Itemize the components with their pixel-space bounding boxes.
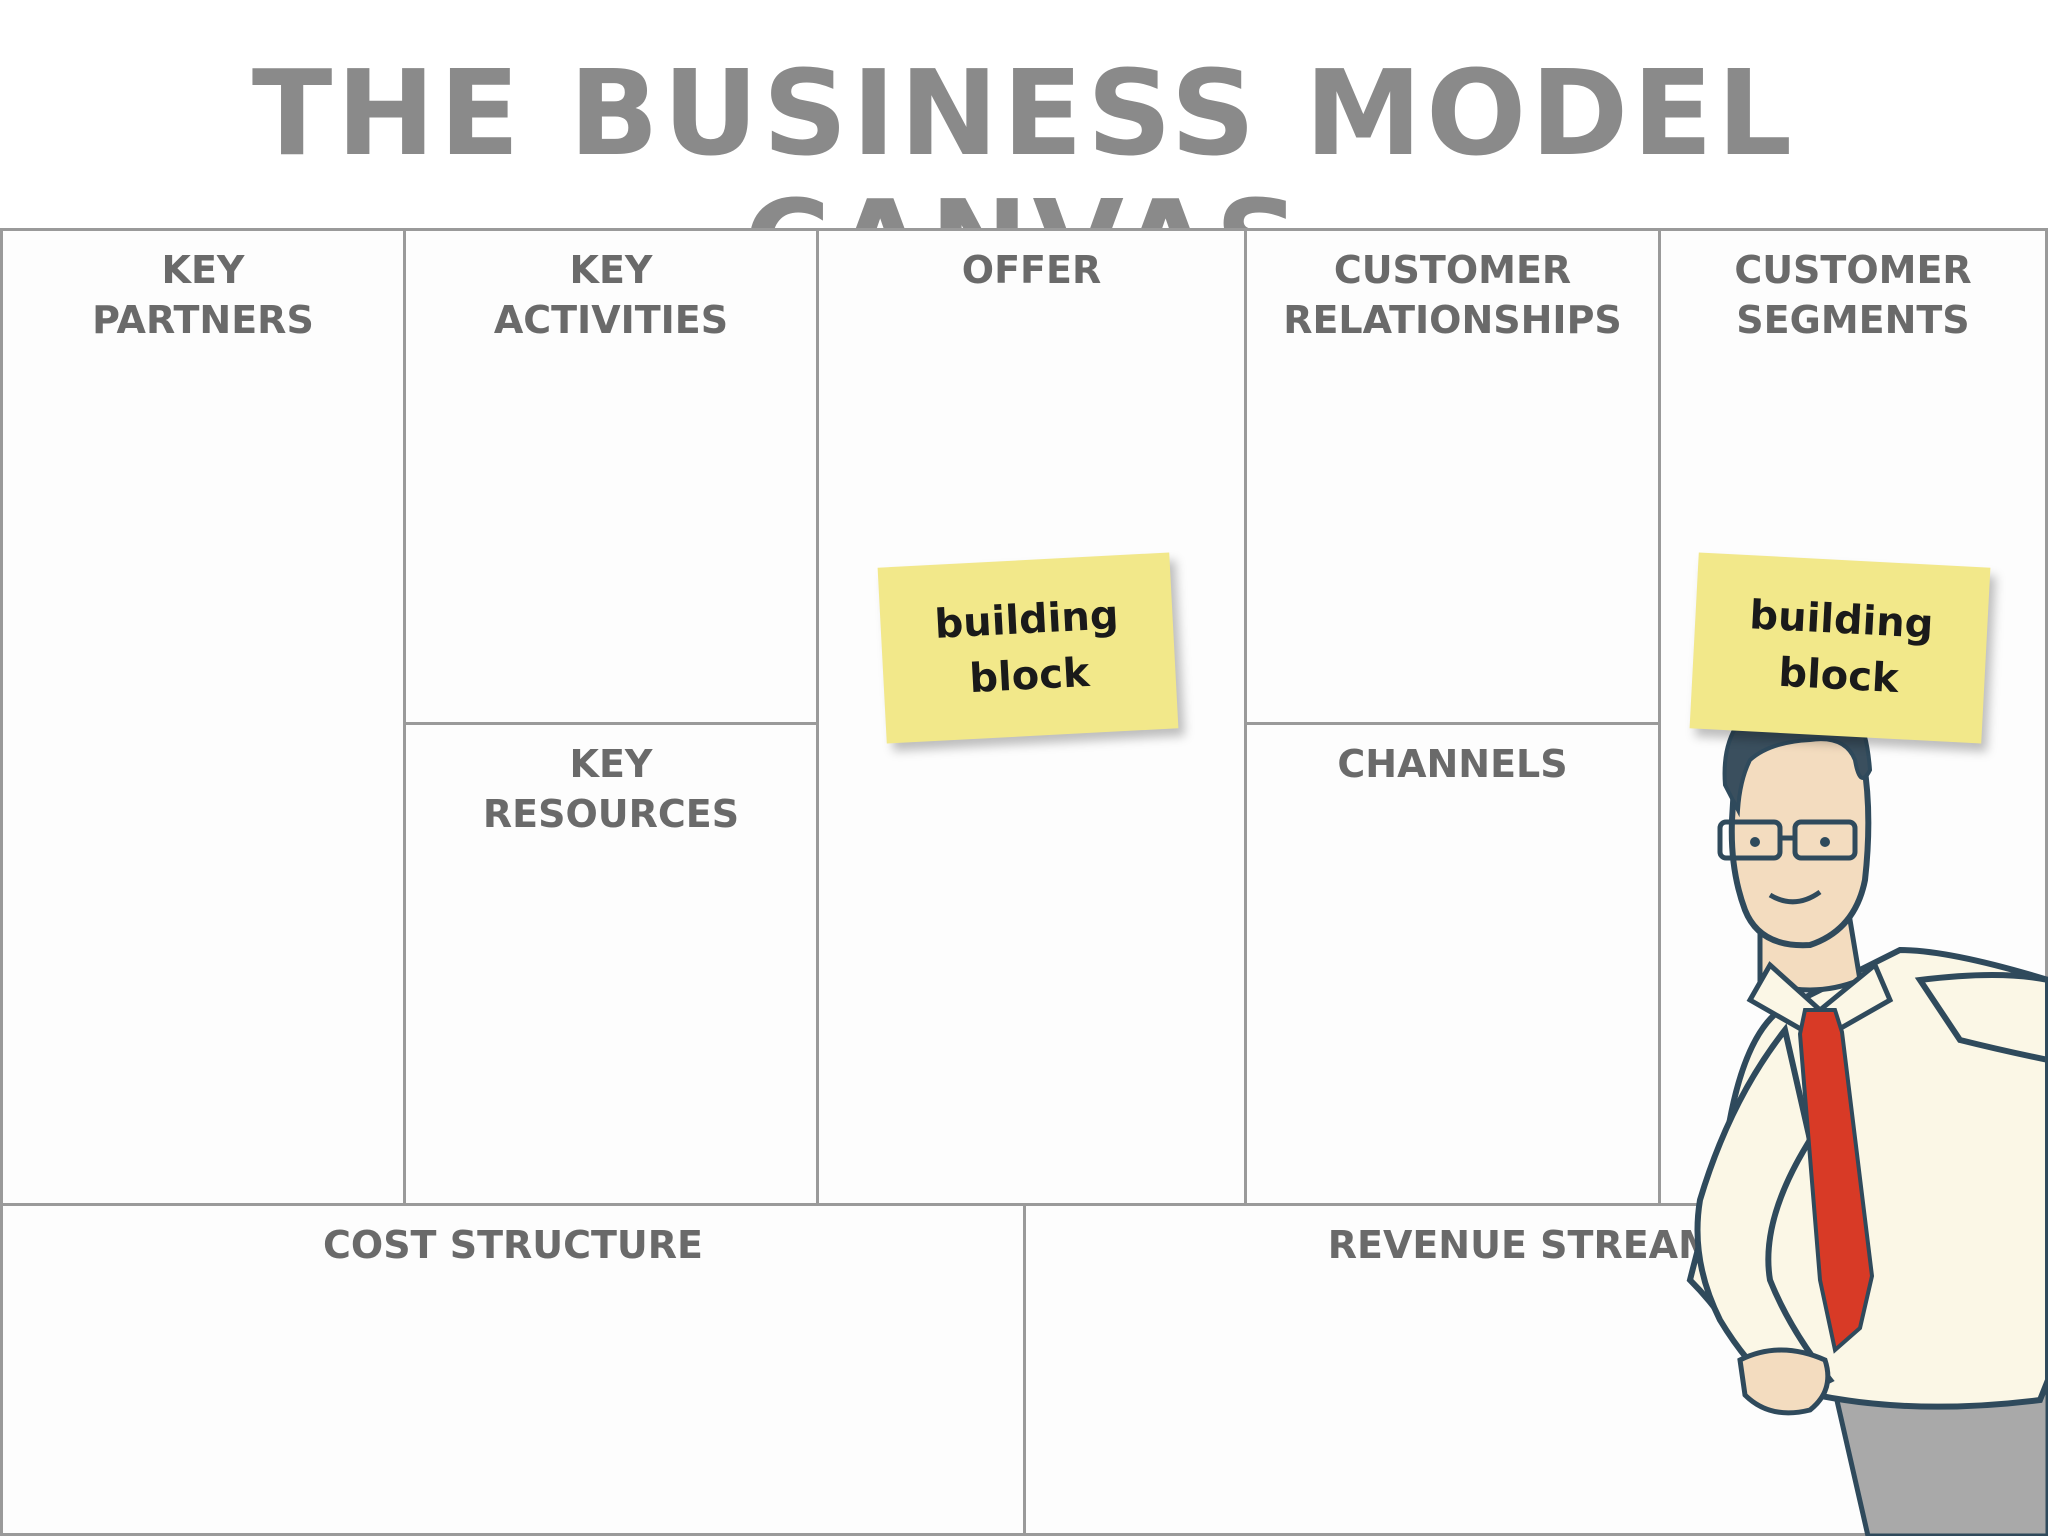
block-label: COST STRUCTURE: [323, 1223, 703, 1267]
block-label: CUSTOMER RELATIONSHIPS: [1283, 248, 1622, 342]
block-label: KEY ACTIVITIES: [493, 248, 729, 342]
left-eye: [1750, 837, 1760, 847]
block-label: KEY PARTNERS: [92, 248, 314, 342]
hand: [1737, 1347, 1831, 1416]
block-label: CUSTOMER SEGMENTS: [1734, 248, 1972, 342]
block-channels: CHANNELS: [1244, 722, 1661, 1206]
block-label: CHANNELS: [1337, 742, 1568, 786]
block-customer-relationships: CUSTOMER RELATIONSHIPS: [1244, 228, 1661, 725]
block-label: KEY RESOURCES: [482, 742, 740, 836]
block-cost-structure: COST STRUCTURE: [0, 1203, 1026, 1536]
mouth: [1768, 889, 1822, 905]
business-model-canvas: KEY PARTNERS KEY ACTIVITIES KEY RESOURCE…: [0, 228, 2048, 1536]
businessman-illustration: [1686, 682, 2048, 1536]
block-key-resources: KEY RESOURCES: [403, 722, 819, 1206]
right-arm: [1914, 972, 2048, 1064]
block-key-partners: KEY PARTNERS: [0, 228, 406, 1206]
right-eye: [1820, 837, 1830, 847]
block-label: OFFER: [961, 248, 1102, 292]
sticky-note-offer[interactable]: building block: [877, 552, 1179, 744]
tie: [1797, 1008, 1875, 1354]
block-key-activities: KEY ACTIVITIES: [403, 228, 819, 725]
sticky-note-segments[interactable]: building block: [1689, 552, 1991, 744]
